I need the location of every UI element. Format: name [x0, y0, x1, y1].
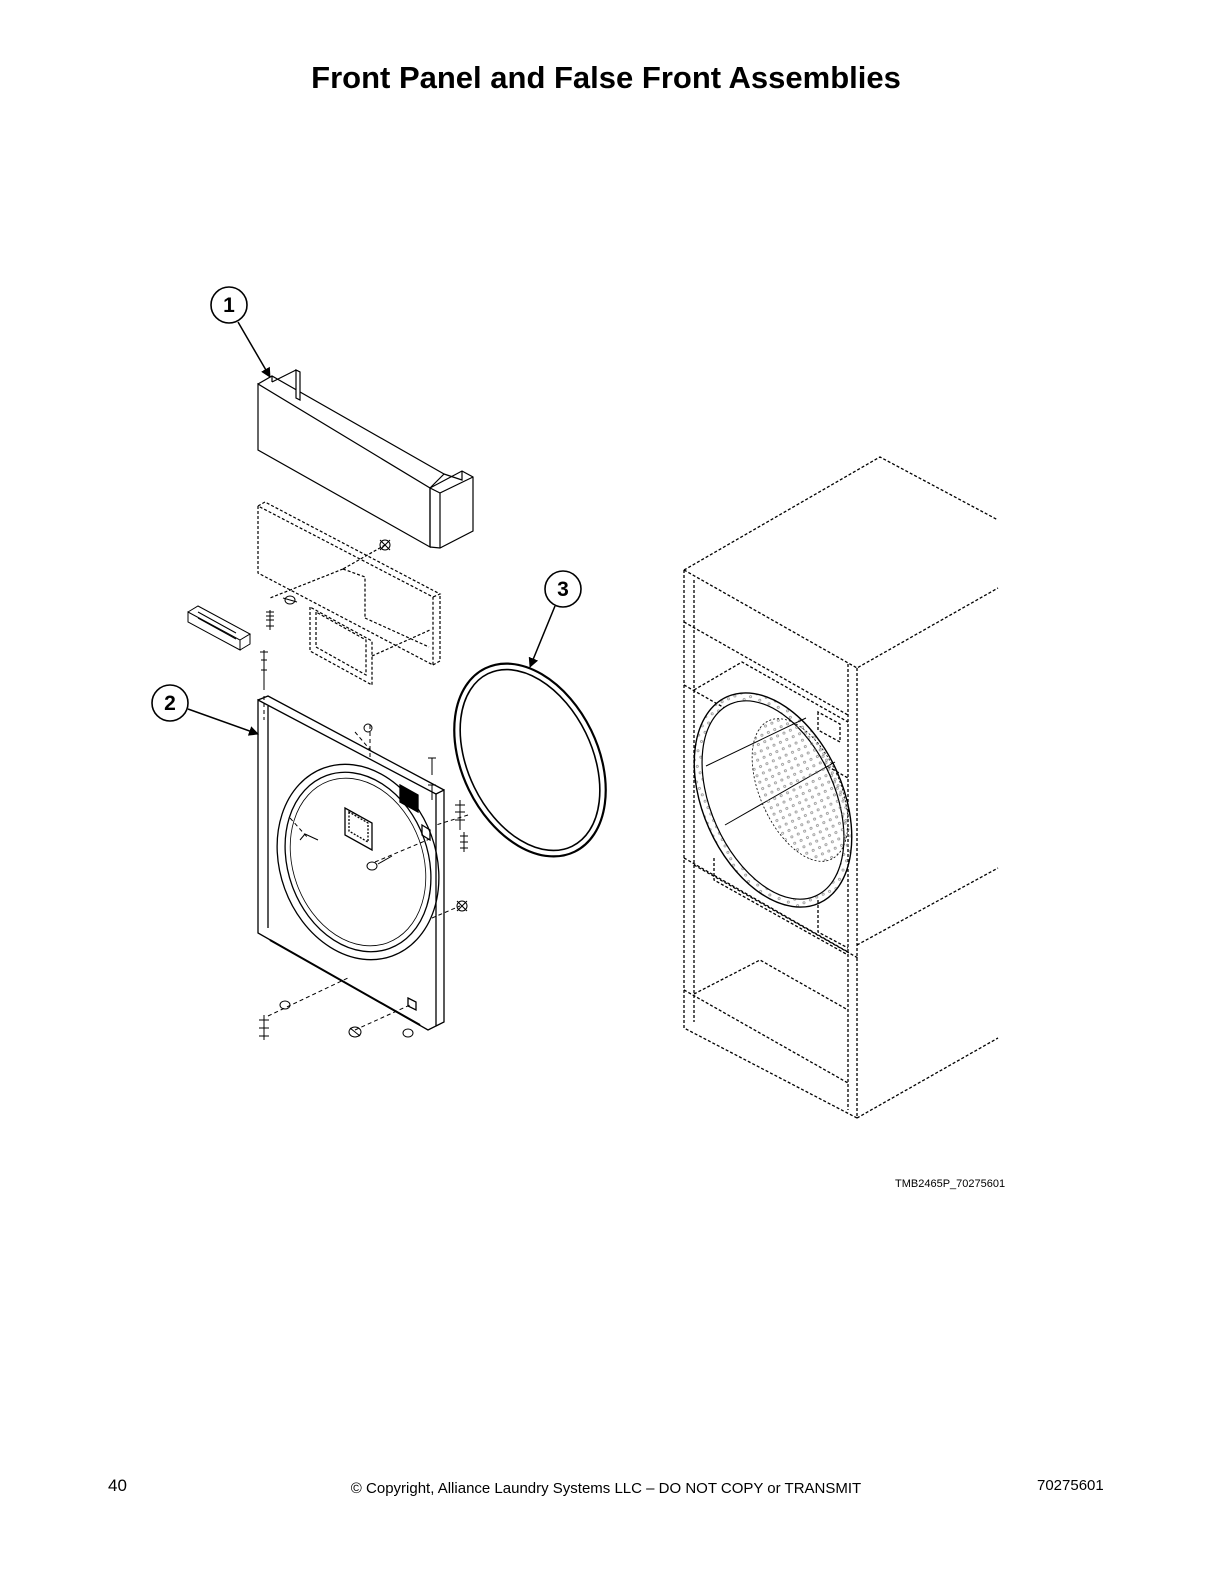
callout-1-label: 1 — [223, 294, 235, 317]
front-panel-hardware — [259, 696, 469, 1040]
callout-1: 1 — [210, 286, 271, 378]
dryer-drum — [693, 692, 853, 908]
door-gasket-ring — [453, 662, 607, 858]
false-front-top-panel — [257, 369, 474, 549]
callout-2-label: 2 — [164, 692, 176, 715]
footer-copyright: © Copyright, Alliance Laundry Systems LL… — [350, 1480, 862, 1497]
front-panel-assembly — [257, 695, 445, 1031]
dryer-cabinet-outline — [683, 456, 999, 1120]
callout-3: 3 — [528, 570, 582, 668]
top-mounting-hardware — [187, 539, 391, 690]
callout-3-label: 3 — [557, 578, 569, 601]
footer-document-number: 70275601 — [1037, 1477, 1104, 1494]
footer-page-number: 40 — [108, 1476, 127, 1495]
control-panel-gasket — [257, 501, 442, 687]
drawing-code: TMB2465P_70275601 — [895, 1178, 1006, 1190]
callout-2: 2 — [151, 684, 259, 736]
page-title: Front Panel and False Front Assemblies — [311, 60, 901, 95]
